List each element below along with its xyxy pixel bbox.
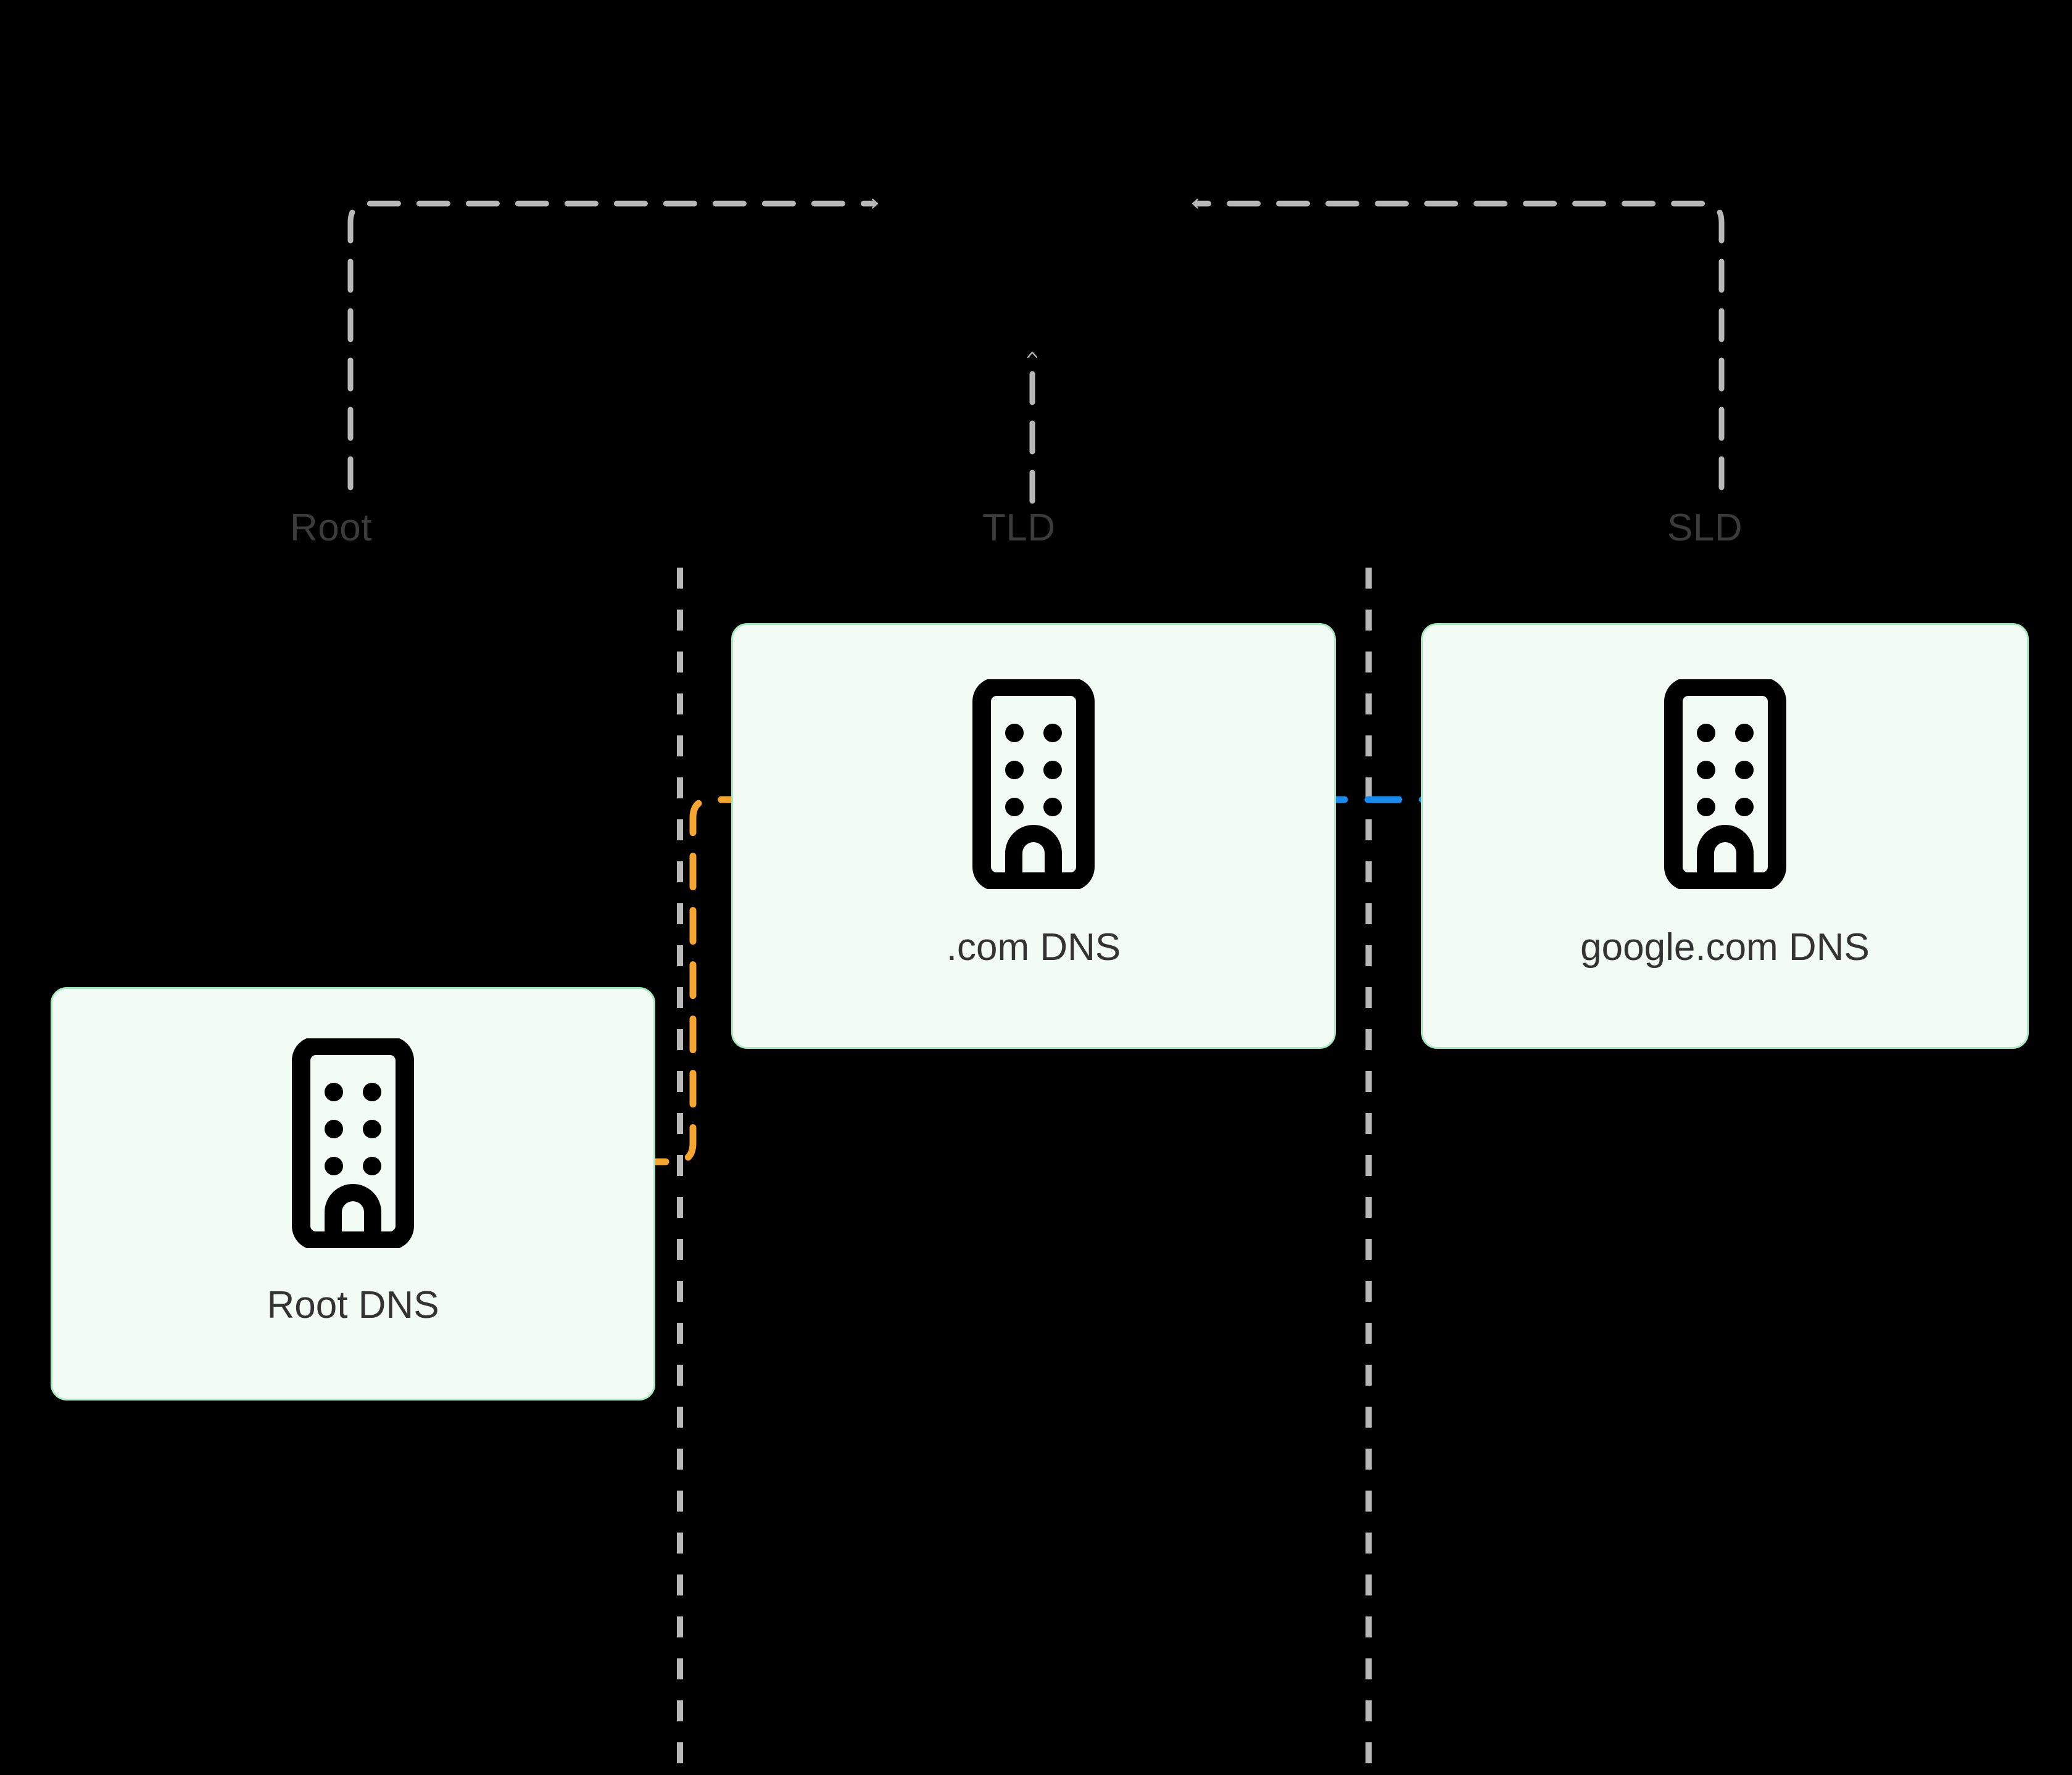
lane-arrow-root-to-tld bbox=[347, 204, 873, 490]
node-card-com-dns[interactable]: .com DNS bbox=[731, 623, 1336, 1049]
node-card-google-dns[interactable]: google.com DNS bbox=[1421, 623, 2029, 1049]
node-card-root-dns[interactable]: Root DNS bbox=[51, 987, 655, 1401]
lane-label-sld: SLD bbox=[1667, 507, 1743, 549]
node-label-google-dns: google.com DNS bbox=[1580, 926, 1870, 969]
node-label-root-dns: Root DNS bbox=[267, 1284, 439, 1326]
building-icon bbox=[972, 679, 1095, 889]
lane-arrow-sld-to-tld bbox=[1197, 204, 1725, 490]
building-icon bbox=[1664, 679, 1786, 889]
lane-label-tld: TLD bbox=[982, 507, 1056, 549]
node-label-com-dns: .com DNS bbox=[946, 926, 1121, 969]
building-icon bbox=[292, 1038, 414, 1248]
lane-label-root: Root bbox=[290, 507, 372, 549]
